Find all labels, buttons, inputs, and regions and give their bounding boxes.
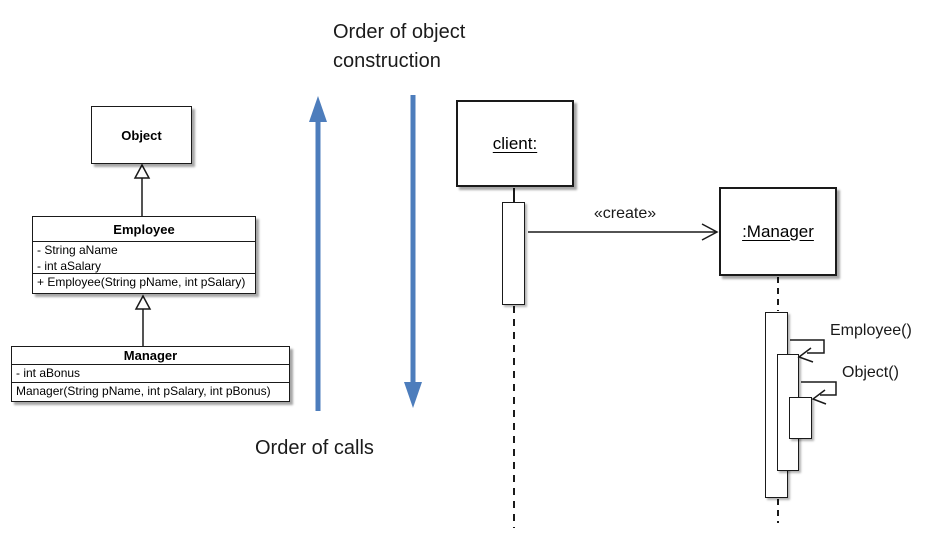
order-of-construction-label: Order of object construction (333, 21, 466, 72)
method: Manager(String pName, int pSalary, int p… (16, 384, 271, 398)
methods-compartment: + Employee(String pName, int pSalary) (33, 273, 255, 293)
order-of-calls-arrow-down (404, 95, 422, 408)
attributes-compartment: - String aName - int aSalary (33, 241, 255, 273)
object-call-label: Object() (842, 364, 899, 381)
employee-call-label: Employee() (830, 322, 912, 339)
order-of-construction-arrow-up (309, 96, 327, 411)
lifeline-name: client: (492, 133, 538, 153)
hollow-triangle-icon (133, 163, 151, 179)
open-arrowhead-icon (811, 389, 827, 405)
attributes-compartment: - int aBonus (12, 364, 289, 382)
class-name: Employee (113, 221, 175, 237)
class-name: Manager (123, 348, 178, 363)
attribute: - int aBonus (16, 366, 81, 380)
method: + Employee(String pName, int pSalary) (37, 275, 246, 289)
class-box-manager: Manager - int aBonus Manager(String pNam… (11, 346, 290, 402)
class-box-employee: Employee - String aName - int aSalary + … (32, 216, 256, 294)
open-arrowhead-icon (701, 223, 719, 241)
attribute: - String aName (37, 243, 118, 257)
lifeline-box-manager: :Manager (719, 187, 837, 276)
attribute: - int aSalary (37, 258, 102, 273)
hollow-triangle-icon (134, 294, 152, 310)
create-message-arrow (528, 223, 719, 241)
create-message-label: «create» (593, 205, 657, 222)
class-box-object: Object (91, 106, 192, 164)
lifeline-name: :Manager (742, 221, 814, 241)
generalization-manager-to-employee (134, 294, 152, 346)
methods-compartment: Manager(String pName, int pSalary, int p… (12, 382, 289, 400)
class-name: Object (121, 127, 162, 143)
activation-bar-client (502, 202, 525, 305)
order-of-calls-label: Order of calls (255, 437, 374, 459)
lifeline-box-client: client: (456, 100, 574, 187)
open-arrowhead-icon (797, 347, 814, 363)
generalization-employee-to-object (133, 163, 151, 216)
activation-bar-object-constructor (789, 397, 812, 439)
